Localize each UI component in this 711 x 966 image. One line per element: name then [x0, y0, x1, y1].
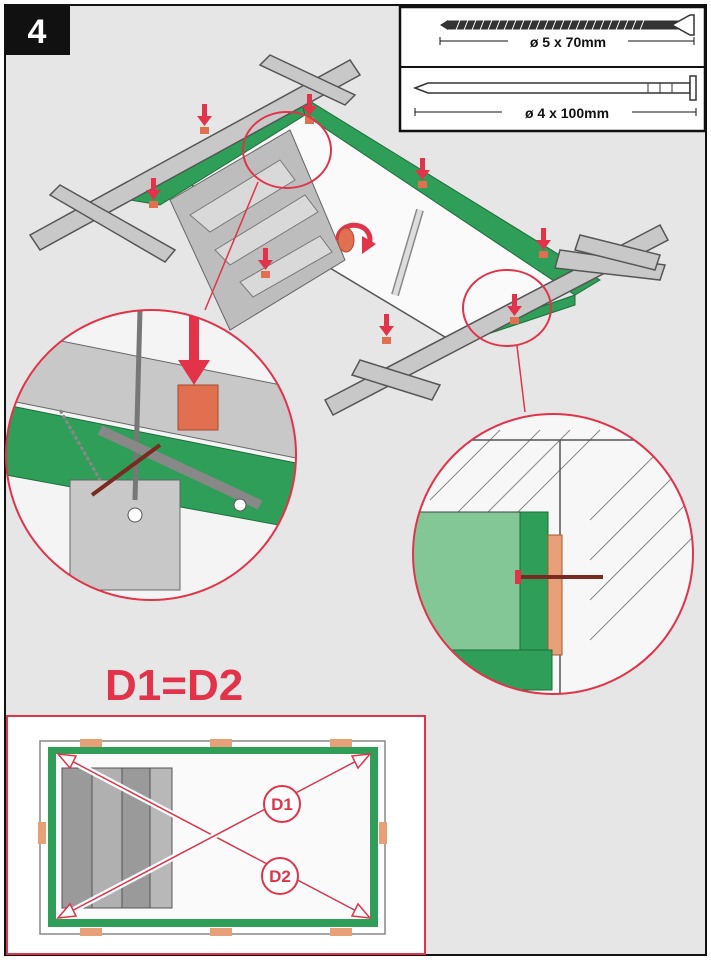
nail-caption: ø 4 x 100mm: [525, 105, 609, 121]
diagonal-label-d1: D1: [263, 785, 301, 823]
down-arrow-icon: [197, 104, 212, 134]
down-arrow-icon: [146, 178, 161, 208]
down-arrow-icon: [415, 158, 430, 188]
svg-text:D2: D2: [269, 867, 291, 886]
ceiling-opening-scene: [28, 54, 670, 417]
detail-callout-right: [462, 269, 552, 347]
folded-ladder: [61, 767, 173, 909]
step-badge: 4: [5, 5, 70, 55]
wedge-markers: [146, 94, 551, 344]
folding-ladder: [169, 129, 346, 331]
rotate-arrow-icon: [335, 222, 376, 254]
down-arrow-icon: [536, 228, 551, 258]
diagonal-check-diagram: D1 D2: [6, 715, 426, 955]
step-number: 4: [28, 13, 47, 51]
down-arrow-icon: [379, 314, 394, 344]
timber-beams: [28, 54, 670, 417]
svg-text:D1: D1: [271, 795, 293, 814]
diagonal-equation: D1=D2: [105, 661, 243, 710]
hinge-detail: [5, 309, 297, 601]
down-arrow-icon: [507, 294, 522, 324]
fastener-legend: ø 5 x 70mm ø 4 x 100mm: [398, 5, 707, 133]
diagonal-label-d2: D2: [261, 857, 299, 895]
detail-callout-left: [242, 111, 332, 189]
nail-icon: [412, 75, 697, 101]
down-arrow-icon: [258, 248, 273, 278]
down-arrow-icon: [302, 94, 317, 124]
screw-caption: ø 5 x 70mm: [530, 34, 606, 50]
screw-icon: [440, 14, 695, 36]
